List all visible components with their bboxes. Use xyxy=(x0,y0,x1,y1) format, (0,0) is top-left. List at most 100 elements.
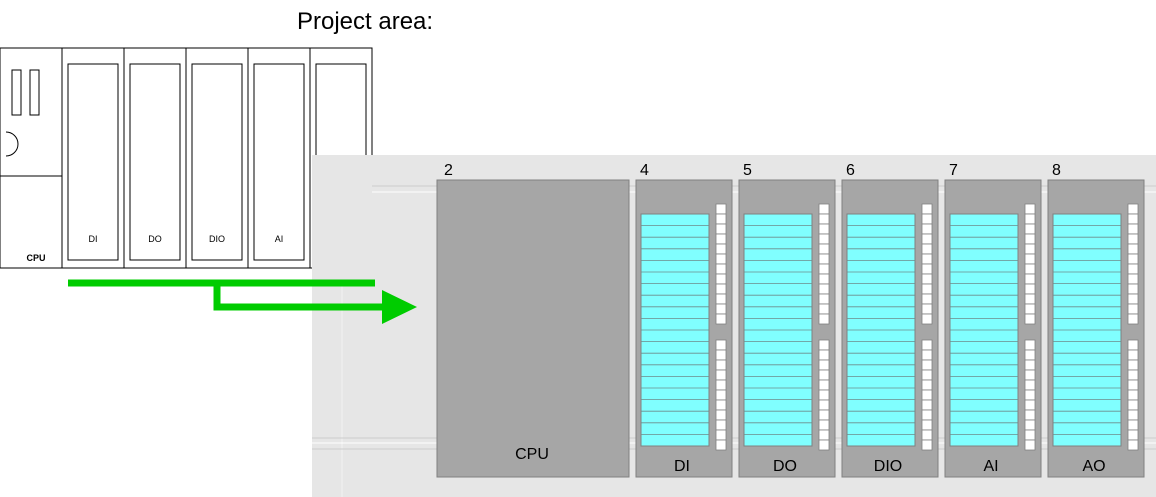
led-indicator xyxy=(818,213,830,225)
led-indicator xyxy=(818,243,830,255)
led-indicator xyxy=(818,399,830,411)
led-indicator xyxy=(921,399,933,411)
led-indicator xyxy=(715,419,727,431)
cpu-slot-block[interactable] xyxy=(436,179,630,478)
led-indicator xyxy=(1024,349,1036,361)
led-indicator xyxy=(921,223,933,235)
led-indicator xyxy=(921,389,933,401)
led-indicator xyxy=(921,429,933,441)
slot-number-do: 5 xyxy=(743,162,752,179)
led-indicator xyxy=(1024,213,1036,225)
led-indicator xyxy=(1127,369,1139,381)
led-indicator xyxy=(921,303,933,315)
led-indicator xyxy=(715,213,727,225)
led-indicator xyxy=(1127,359,1139,371)
hardware-cpu-label: CPU xyxy=(26,253,45,263)
led-indicator xyxy=(1127,379,1139,391)
led-indicator xyxy=(921,213,933,225)
led-indicator xyxy=(715,303,727,315)
led-indicator xyxy=(818,389,830,401)
led-indicator xyxy=(921,369,933,381)
led-indicator xyxy=(818,253,830,265)
led-indicator xyxy=(1127,223,1139,235)
led-indicator xyxy=(1127,389,1139,401)
hardware-module-ai-panel xyxy=(253,63,305,261)
module-label-dio: DIO xyxy=(874,458,902,475)
led-indicator xyxy=(715,233,727,245)
led-indicator xyxy=(1024,303,1036,315)
led-indicator xyxy=(921,359,933,371)
led-indicator xyxy=(1127,349,1139,361)
led-indicator xyxy=(1127,409,1139,421)
cpu-slot-label: CPU xyxy=(515,446,549,463)
led-indicator xyxy=(1024,203,1036,215)
led-indicator xyxy=(715,263,727,275)
arrow-head xyxy=(382,290,417,324)
led-indicator xyxy=(1024,389,1036,401)
led-indicator xyxy=(818,203,830,215)
led-indicator xyxy=(715,409,727,421)
led-indicator xyxy=(921,313,933,325)
led-indicator xyxy=(715,429,727,441)
led-indicator xyxy=(818,429,830,441)
led-indicator xyxy=(921,233,933,245)
hardware-cpu-slot-2 xyxy=(29,69,40,116)
led-indicator xyxy=(715,439,727,451)
led-indicator xyxy=(1024,399,1036,411)
hardware-cpu-slot-1 xyxy=(11,69,22,116)
module-label-ai: AI xyxy=(983,458,998,475)
led-indicator xyxy=(1024,243,1036,255)
led-indicator xyxy=(1127,273,1139,285)
led-indicator xyxy=(1024,379,1036,391)
led-indicator xyxy=(818,293,830,305)
led-indicator xyxy=(715,293,727,305)
led-indicator xyxy=(818,223,830,235)
led-indicator xyxy=(921,409,933,421)
led-indicator xyxy=(1024,313,1036,325)
led-indicator xyxy=(1024,253,1036,265)
led-indicator xyxy=(818,339,830,351)
led-indicator xyxy=(818,313,830,325)
led-indicator xyxy=(1127,419,1139,431)
module-label-do: DO xyxy=(773,458,797,475)
hardware-module-label-do: DO xyxy=(148,234,162,244)
led-indicator xyxy=(921,419,933,431)
led-indicator xyxy=(1024,429,1036,441)
led-indicator xyxy=(1127,263,1139,275)
led-indicator xyxy=(921,283,933,295)
hardware-module-dio-panel xyxy=(191,63,243,261)
led-indicator xyxy=(818,283,830,295)
led-indicator xyxy=(1024,293,1036,305)
transfer-arrow xyxy=(68,279,417,324)
led-indicator xyxy=(715,273,727,285)
arrow-shaft-bottom xyxy=(213,283,390,311)
led-indicator xyxy=(1127,203,1139,215)
led-indicator xyxy=(1024,273,1036,285)
led-indicator xyxy=(1024,223,1036,235)
led-indicator xyxy=(715,389,727,401)
led-indicator xyxy=(1024,233,1036,245)
led-indicator xyxy=(1127,313,1139,325)
led-indicator xyxy=(1024,283,1036,295)
led-indicator xyxy=(715,339,727,351)
led-indicator xyxy=(1024,359,1036,371)
led-indicator xyxy=(1127,213,1139,225)
led-indicator xyxy=(715,243,727,255)
project-area-title: Project area: xyxy=(297,8,434,35)
led-indicator xyxy=(818,273,830,285)
led-indicator xyxy=(1127,339,1139,351)
module-label-ao: AO xyxy=(1082,458,1105,475)
led-indicator xyxy=(818,359,830,371)
slot-number-dio: 6 xyxy=(846,162,855,179)
led-indicator xyxy=(921,439,933,451)
led-indicator xyxy=(715,253,727,265)
led-indicator xyxy=(1024,419,1036,431)
led-indicator xyxy=(1127,253,1139,265)
hardware-module-di-panel xyxy=(67,63,119,261)
led-indicator xyxy=(921,243,933,255)
hardware-module-label-dio: DIO xyxy=(209,234,225,244)
led-indicator xyxy=(1127,233,1139,245)
slot-number-cpu: 2 xyxy=(444,162,453,179)
